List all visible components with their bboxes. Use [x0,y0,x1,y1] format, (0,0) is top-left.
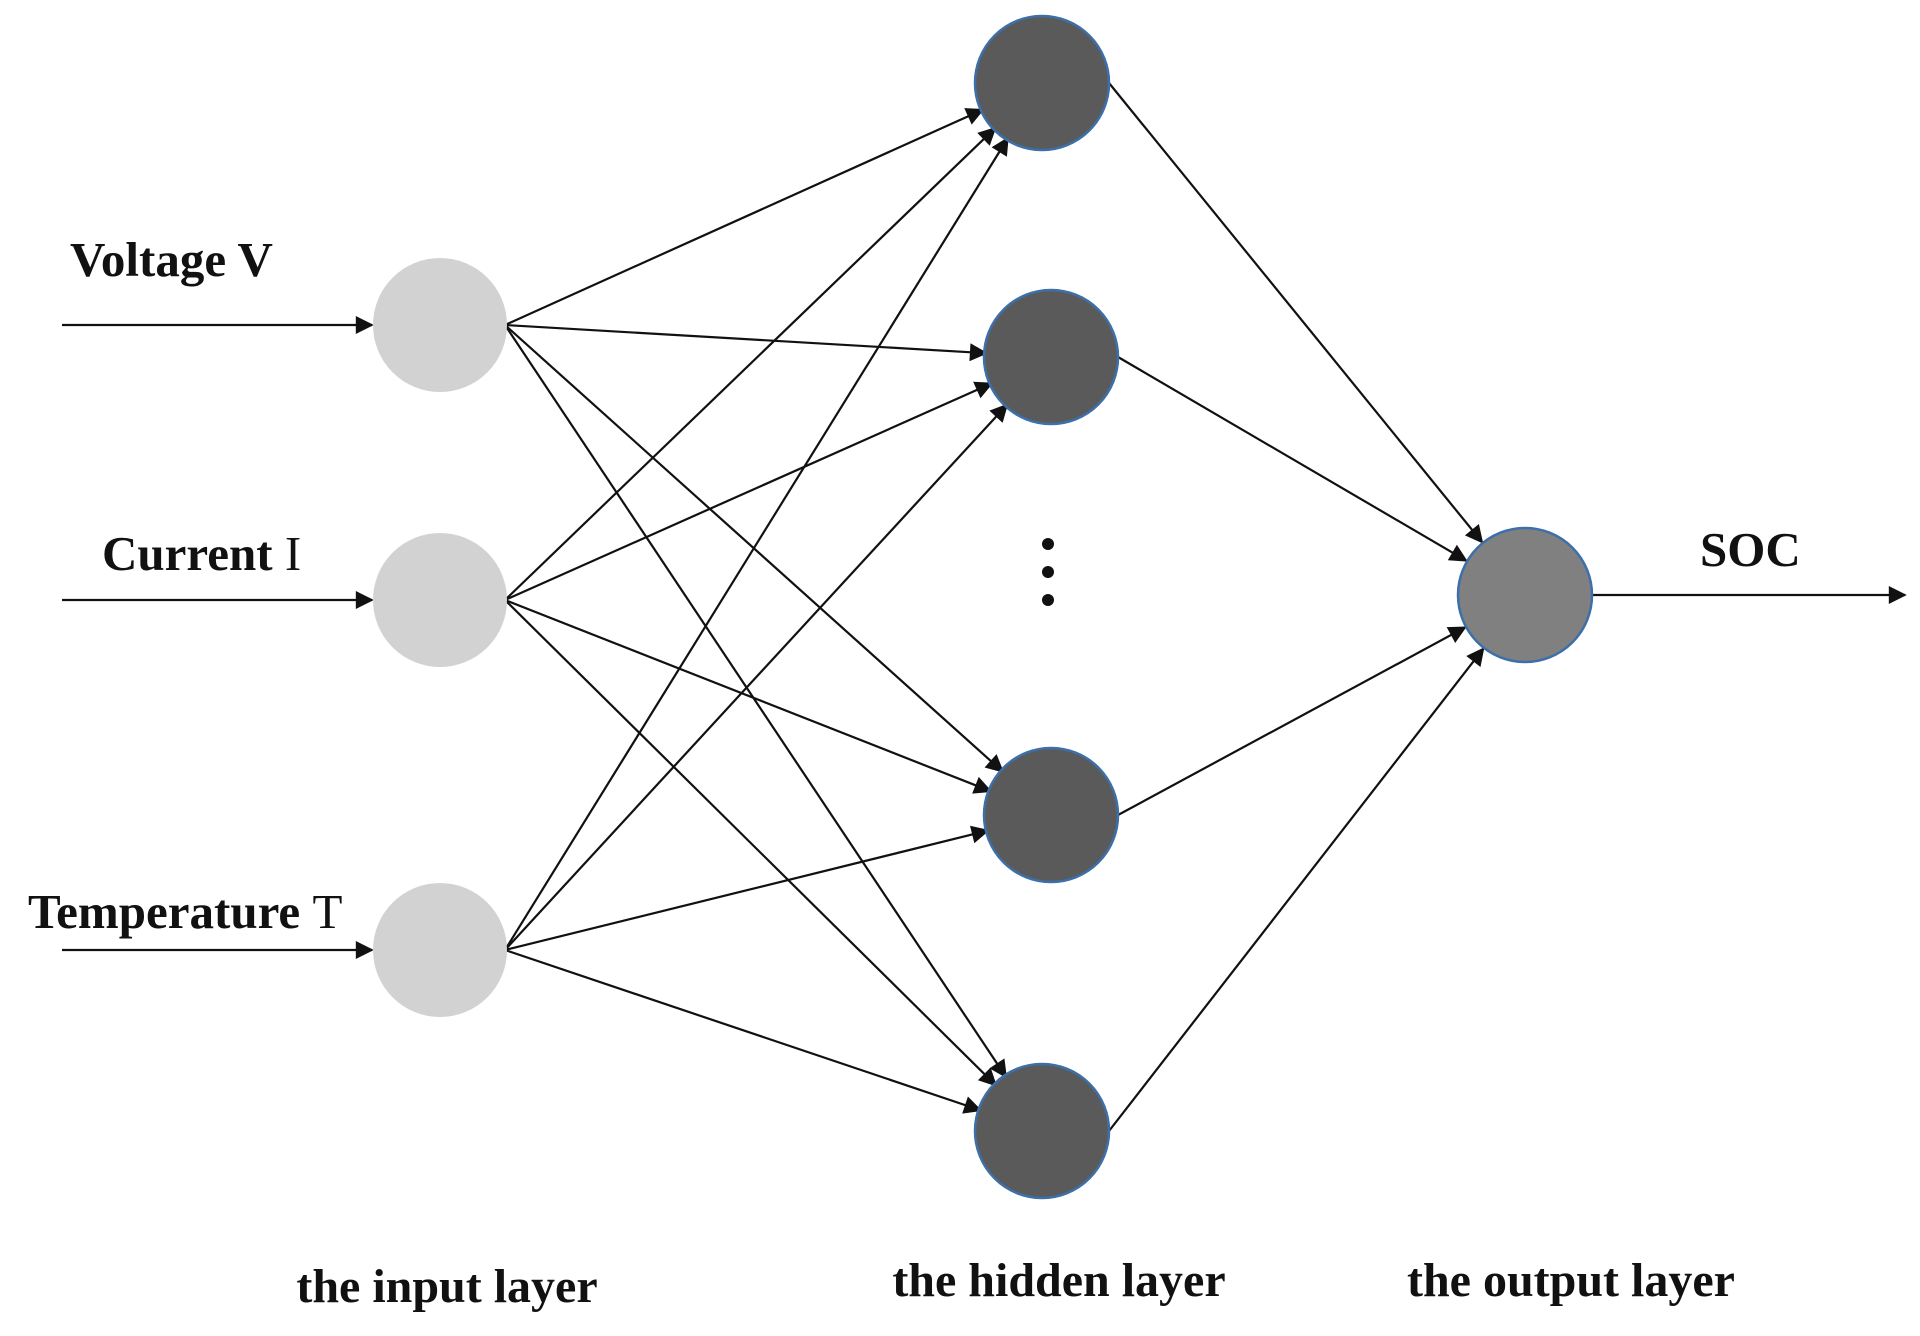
input-label-current: Current I [102,526,301,581]
edge-input-1-to-hidden-2 [504,323,988,362]
output-node-soc [1456,526,1594,664]
hidden-ellipsis [1042,538,1054,606]
nodes [373,14,1594,1200]
input-label-temperature: Temperature T [28,884,342,939]
edge-hidden-4-to-output [1108,647,1485,1132]
edge-input-3-to-hidden-4 [504,948,983,1114]
edge-hidden-2-to-output [1117,356,1468,562]
caption-output-layer: the output layer [1407,1254,1735,1307]
input-arrows [62,316,1907,959]
input-node-temperature [373,883,507,1017]
edge-hidden-1-to-output [1108,82,1484,544]
hidden-node-3 [982,746,1120,884]
edge-input-3-to-hidden-1 [504,136,1009,951]
input-node-voltage [373,258,507,392]
edge-input-3-to-hidden-3 [504,825,990,952]
edge-input-1-to-hidden-1 [504,108,985,327]
input-node-current [373,533,507,667]
connections [504,82,1485,1132]
hidden-node-1 [973,14,1111,152]
edge-input-1-to-hidden-4 [504,324,1007,1079]
edge-input-2-to-hidden-2 [504,381,994,602]
caption-hidden-layer: the hidden layer [892,1254,1225,1307]
edge-input-2-to-hidden-4 [504,599,998,1087]
edge-input-2-to-hidden-1 [504,126,997,601]
output-label-soc: SOC [1700,522,1801,577]
edge-input-2-to-hidden-3 [504,598,993,794]
edge-hidden-3-to-output [1117,626,1467,816]
caption-input-layer: the input layer [296,1260,597,1313]
input-label-voltage: Voltage V [70,232,273,287]
hidden-node-2 [982,288,1120,426]
hidden-node-4 [973,1062,1111,1200]
edge-input-3-to-hidden-2 [504,403,1009,951]
